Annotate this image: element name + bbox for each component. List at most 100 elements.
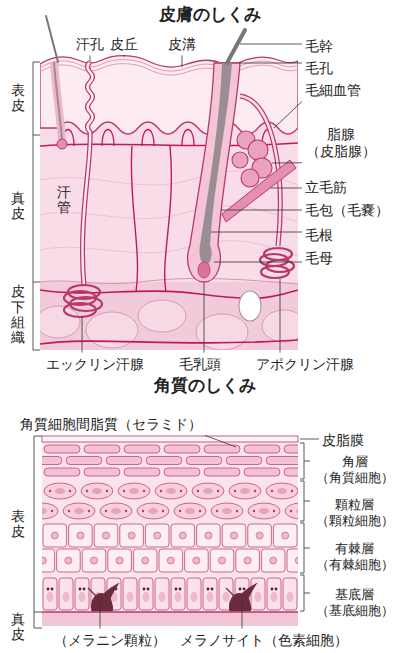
cell-nucleus [143, 592, 150, 602]
keratohyalin-granule [143, 490, 145, 492]
corneocyte [146, 457, 182, 465]
spinous-cell [69, 524, 93, 547]
corneocyte [84, 445, 120, 453]
hair-follicle [188, 63, 240, 282]
keratohyalin-granule [125, 510, 127, 512]
granular-cell [192, 483, 224, 499]
corneocyte [204, 468, 240, 476]
part-label: 基底層 （基底細胞） [314, 587, 396, 618]
corneocyte [66, 457, 102, 465]
melanin-granule [83, 588, 86, 591]
part-label: 汗孔 [76, 36, 104, 53]
part-label: 皮丘 [110, 36, 138, 53]
granular-cell [42, 503, 58, 519]
living-layer-ground [42, 480, 298, 612]
part-label: 皮溝 [168, 36, 196, 53]
leader-line [239, 63, 302, 64]
corneocyte [284, 445, 298, 453]
epidermis-layer [40, 56, 298, 134]
spinous-cell [248, 524, 272, 547]
cell-nucleus [205, 532, 212, 539]
melanin-granule [271, 588, 274, 591]
corneocyte [124, 445, 160, 453]
corneocyte [164, 445, 200, 453]
leader-line [182, 55, 183, 67]
layer-label: 表皮 [11, 83, 25, 114]
basal-cell [267, 578, 281, 610]
apocrine-duct [240, 96, 280, 246]
cell-nucleus [103, 532, 110, 539]
spinous-cell [159, 549, 183, 572]
basement-membrane [42, 611, 298, 612]
eccrine-gland [64, 285, 102, 317]
leader-line [214, 262, 302, 263]
keratohyalin-granule [273, 510, 275, 512]
keratohyalin-granule [69, 490, 71, 492]
corpuscle [239, 291, 261, 321]
corneocyte [226, 457, 262, 465]
melanin-granule [275, 588, 278, 591]
basal-cell [155, 578, 169, 610]
cell-nucleus [203, 488, 213, 494]
part-label: 立毛筋 [305, 179, 347, 196]
cell-nucleus [79, 592, 86, 602]
part-label: 毛根 [305, 227, 333, 244]
spinous-cell [82, 549, 106, 572]
fat-lobule [86, 312, 138, 348]
cell-nucleus [91, 557, 98, 564]
part-label: （メラニン顆粒） [54, 632, 166, 649]
melanin-granule [211, 588, 214, 591]
keratohyalin-granule [49, 490, 51, 492]
spinous-cell [133, 549, 157, 572]
spinous-cell [236, 549, 260, 572]
hair-root [199, 63, 232, 266]
cell-nucleus [296, 508, 298, 514]
basal-cell [251, 578, 265, 610]
cell-nucleus [127, 592, 134, 602]
granular-cell [100, 503, 132, 519]
cell-nucleus [270, 557, 277, 564]
part-label: 毛細血管 [305, 82, 361, 99]
spinous-cell [43, 524, 67, 547]
fat-lobule [40, 306, 80, 338]
cell-nucleus [222, 508, 232, 514]
corneocyte [44, 445, 80, 453]
corneocyte [124, 468, 160, 476]
corneocyte [284, 468, 298, 476]
cell-nucleus [111, 508, 121, 514]
leader-line [242, 599, 243, 629]
cell-nucleus [55, 488, 65, 494]
part-label: 毛孔 [305, 60, 333, 77]
leader-line [124, 55, 125, 57]
granular-cell [285, 503, 298, 519]
corneocyte [42, 457, 62, 465]
basal-cell [283, 578, 297, 610]
horny-layer-line [40, 64, 298, 75]
leader-line [274, 101, 302, 128]
cell-nucleus [240, 488, 250, 494]
spinous-cell [222, 524, 246, 547]
granular-cell [81, 483, 113, 499]
sebaceous-lobe [248, 140, 268, 160]
leader-line [240, 44, 302, 45]
keratohyalin-granule [68, 510, 70, 512]
dermis-layer [40, 110, 298, 285]
part-label: 毛幹 [305, 38, 333, 55]
keratohyalin-granule [254, 490, 256, 492]
cell-nucleus [231, 532, 238, 539]
sebum-film [42, 436, 298, 442]
cell-nucleus [128, 532, 135, 539]
cell-nucleus [282, 532, 289, 539]
part-label: 角層 （角質細胞） [314, 454, 396, 485]
apocrine-coil [261, 266, 289, 278]
keratohyalin-granule [106, 490, 108, 492]
keratohyalin-granule [234, 490, 236, 492]
keratohyalin-granule [216, 510, 218, 512]
cell-pattern [42, 445, 298, 610]
cell-nucleus [219, 557, 226, 564]
sebaceous-lobe [232, 152, 248, 168]
spinous-cell [94, 524, 118, 547]
cell-nucleus [207, 592, 214, 602]
section-heading: 角質のしくみ [154, 375, 256, 395]
